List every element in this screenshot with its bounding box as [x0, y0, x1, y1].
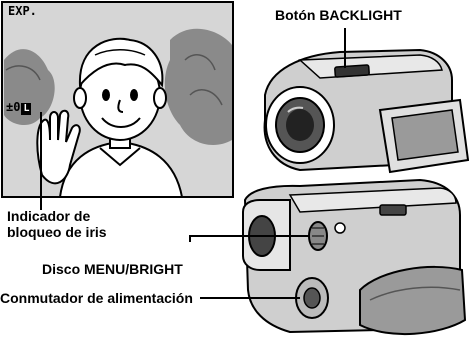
menu-bright-dial-label: Disco MENU/BRIGHT — [42, 261, 183, 277]
camcorder-top-illustration — [263, 48, 469, 174]
lcd-exp-value: ±0 — [6, 100, 21, 114]
iris-lock-label-line1: Indicador de — [7, 208, 91, 224]
power-switch-label: Conmutador de alimentación — [0, 290, 193, 306]
lcd-screen — [1, 1, 234, 198]
iris-lock-icon: L — [21, 103, 32, 115]
camcorder-rear-illustration — [242, 178, 467, 335]
backlight-button-label: Botón BACKLIGHT — [275, 7, 402, 23]
lcd-exp-label: EXP. — [8, 4, 37, 18]
leader-line-menu-bright — [189, 235, 310, 242]
leader-lines — [40, 28, 346, 299]
iris-lock-label-line2: bloqueo de iris — [7, 224, 107, 241]
iris-lock-indicator-label: Indicador de bloqueo de iris — [7, 208, 107, 240]
